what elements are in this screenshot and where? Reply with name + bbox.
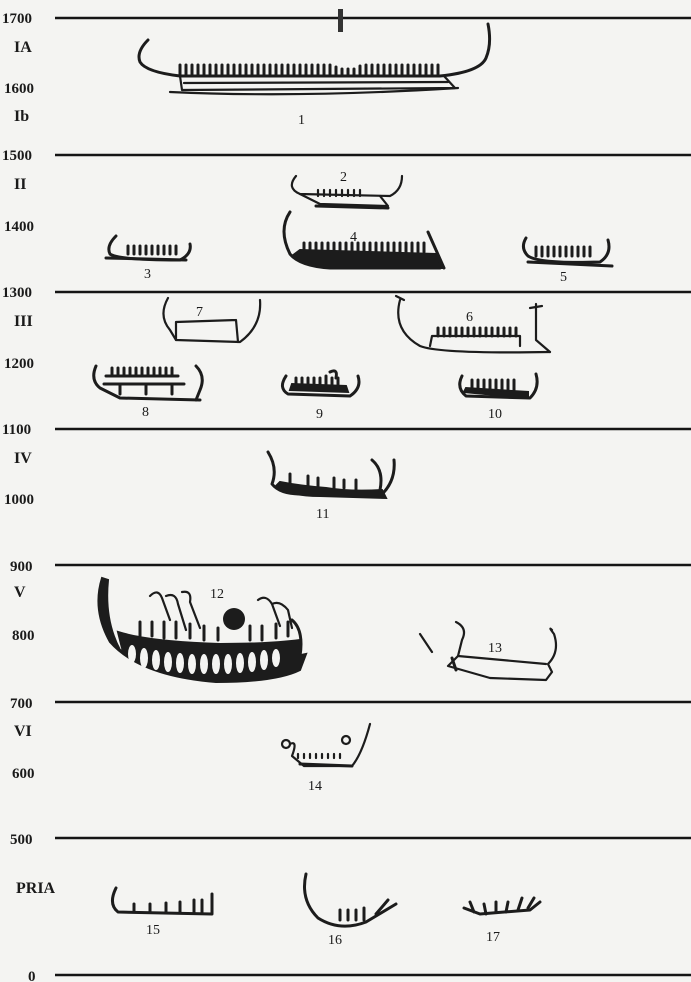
boat-3-figure [106, 236, 190, 260]
boat-label: 16 [328, 933, 342, 948]
year-label: 1700 [2, 11, 32, 27]
boat-label: 2 [340, 170, 347, 185]
boat-label: 11 [316, 507, 329, 522]
top-tick-mark [338, 9, 343, 32]
boat-8-figure [94, 366, 203, 400]
boat-1-figure [139, 24, 490, 94]
year-label: 1300 [2, 285, 32, 301]
boat-16-figure [305, 874, 397, 926]
period-label: VI [14, 723, 32, 740]
boat-6-figure [396, 296, 550, 352]
boat-9-figure [282, 371, 359, 396]
period-label: II [14, 176, 26, 193]
boat-7-figure [163, 298, 260, 342]
boat-label: 1 [298, 113, 305, 128]
year-label: 1600 [4, 81, 34, 97]
boat-label: 9 [316, 407, 323, 422]
boat-label: 8 [142, 405, 149, 420]
year-label: 1400 [4, 219, 34, 235]
period-label: PRIA [16, 880, 56, 897]
boat-12-figure [98, 578, 306, 682]
boat-15-figure [112, 888, 212, 914]
boat-label: 3 [144, 267, 151, 282]
boat-5-figure [523, 238, 612, 266]
year-label: 1200 [4, 356, 34, 372]
period-label: III [14, 313, 33, 330]
boat-label: 5 [560, 270, 567, 285]
boat-17-figure [464, 898, 540, 914]
year-label: 600 [12, 766, 35, 782]
period-label: IV [14, 450, 32, 467]
period-label: V [14, 584, 26, 601]
year-label: 0 [28, 969, 36, 982]
boat-11-figure [268, 452, 394, 498]
boat-4-figure [284, 212, 444, 268]
boat-label: 10 [488, 407, 502, 422]
boat-label: 15 [146, 923, 160, 938]
boat-10-figure [460, 374, 537, 398]
year-label: 500 [10, 832, 33, 848]
boat-label: 7 [196, 305, 203, 320]
boat-label: 12 [210, 587, 224, 602]
year-label: 800 [12, 628, 35, 644]
boat-label: 4 [350, 230, 357, 245]
year-label: 1500 [2, 148, 32, 164]
boat-label: 6 [466, 310, 473, 325]
year-label: 1100 [2, 422, 31, 438]
period-label: Ib [14, 108, 29, 125]
year-label: 900 [10, 559, 33, 575]
boat-label: 13 [488, 641, 502, 656]
year-label: 1000 [4, 492, 34, 508]
year-label: 700 [10, 696, 33, 712]
year-labels: 1700 1600 1500 1400 1300 1200 1100 1000 … [2, 11, 36, 982]
boat-label: 14 [308, 779, 322, 794]
period-label: IA [14, 39, 32, 56]
boat-label: 17 [486, 930, 500, 945]
boat-14-figure [282, 724, 370, 766]
